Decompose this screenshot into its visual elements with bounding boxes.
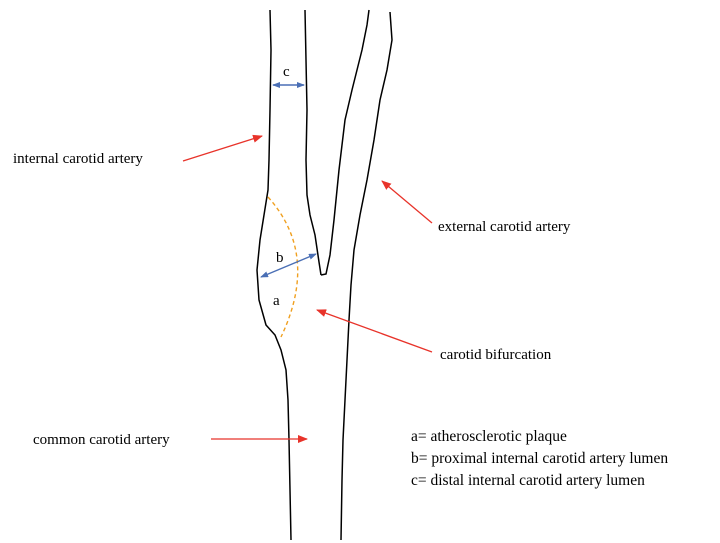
proximal-lumen-measure-arrow bbox=[261, 254, 316, 277]
vessel-outlines bbox=[257, 10, 392, 540]
legend-c: c= distal internal carotid artery lumen bbox=[411, 472, 645, 489]
legend-a: a= atherosclerotic plaque bbox=[411, 428, 567, 445]
label-carotid-bifurcation: carotid bifurcation bbox=[440, 347, 552, 363]
bifurcation-pointer-arrow bbox=[317, 310, 432, 352]
external-pointer-arrow bbox=[382, 181, 432, 223]
internal-common-left-wall bbox=[257, 10, 291, 540]
external-common-right-wall bbox=[341, 12, 392, 540]
letter-b: b bbox=[276, 250, 284, 266]
internal-pointer-arrow bbox=[183, 136, 262, 161]
legend-b: b= proximal internal carotid artery lume… bbox=[411, 450, 668, 467]
letter-a: a bbox=[273, 293, 280, 309]
label-external-carotid: external carotid artery bbox=[438, 219, 571, 235]
letter-c: c bbox=[283, 64, 290, 80]
label-internal-carotid: internal carotid artery bbox=[13, 151, 143, 167]
label-common-carotid: common carotid artery bbox=[33, 432, 170, 448]
legend: a= atherosclerotic plaque b= proximal in… bbox=[411, 428, 668, 489]
internal-right-wall bbox=[305, 10, 321, 275]
plaque-outline bbox=[268, 197, 298, 337]
external-left-wall bbox=[321, 10, 369, 275]
